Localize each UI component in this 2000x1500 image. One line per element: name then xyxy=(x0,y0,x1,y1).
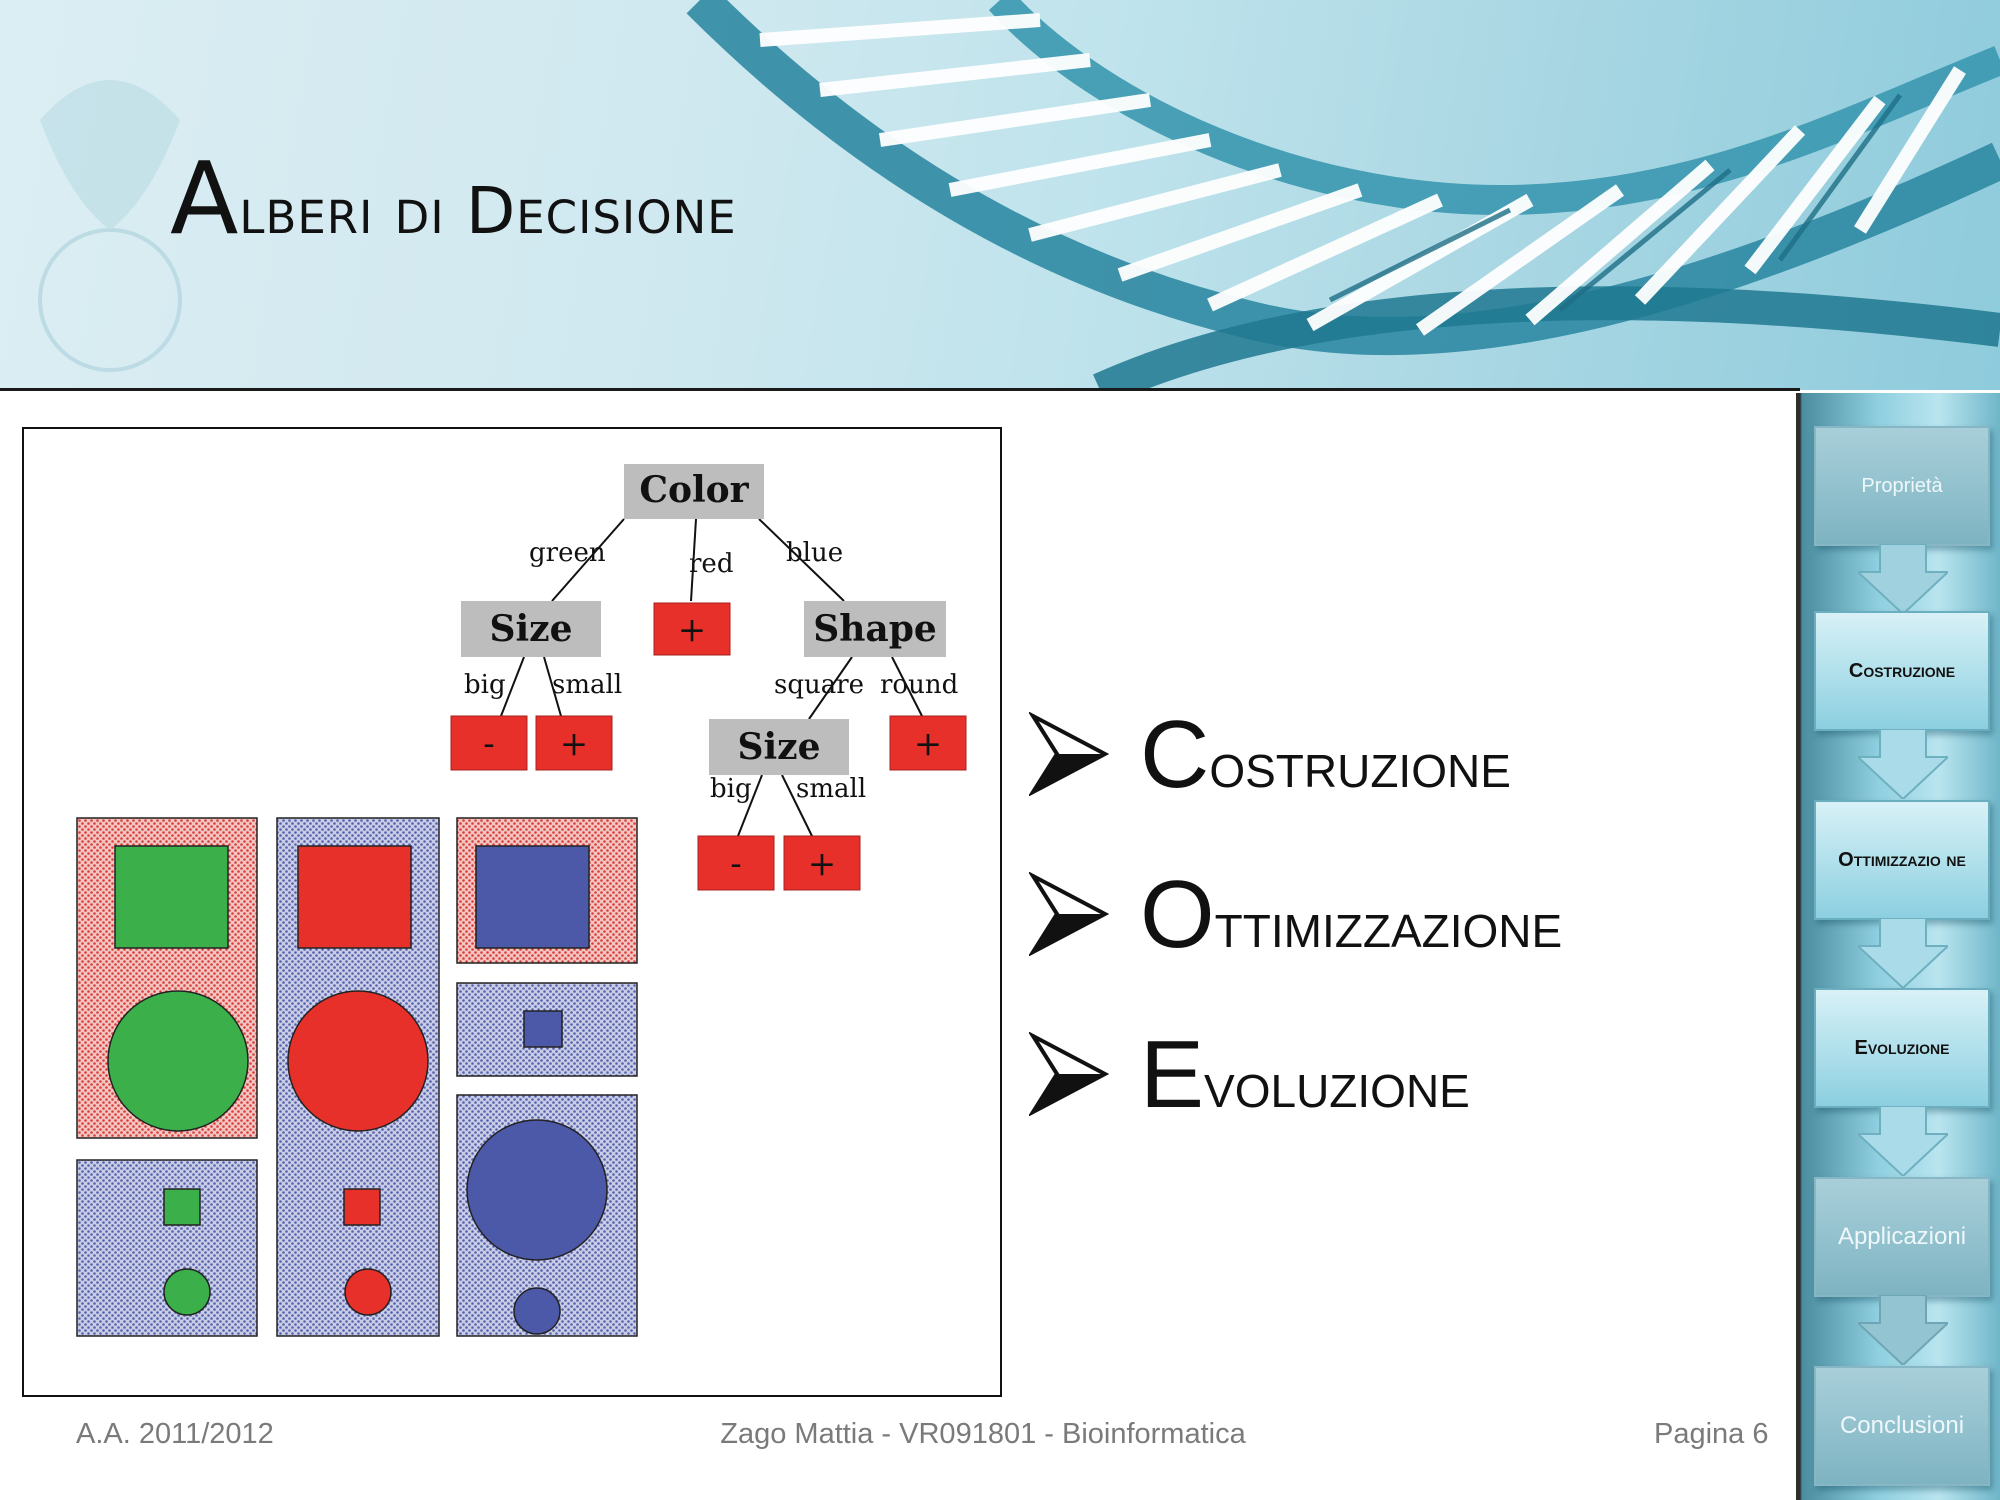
arrow-bullet-icon xyxy=(1029,872,1109,956)
nav-label: Evoluzione xyxy=(1854,1037,1950,1059)
decision-tree-figure: green red blue big small square round bi… xyxy=(22,427,1002,1397)
edge-label-square: square xyxy=(774,670,864,700)
bullet-item: Ottimizzazione xyxy=(1025,850,1785,1010)
tree-node-size-left-label: Size xyxy=(489,608,572,650)
tree-leaf-small-plus-label: + xyxy=(560,724,589,764)
edge-label-round: round xyxy=(880,670,958,700)
arrow-bullet-icon xyxy=(1029,712,1109,796)
tree-leaf-big-minus-label: - xyxy=(483,724,495,764)
bullet-text: Ottimizzazione xyxy=(1140,861,1563,968)
edge-label-big: big xyxy=(464,670,506,700)
tree-node-color: Color xyxy=(624,464,764,519)
tree-leaf-red-plus: + xyxy=(653,602,731,656)
tree-leaf-big-minus: - xyxy=(450,715,528,771)
edge-label-small-2: small xyxy=(796,774,866,804)
faded-logo xyxy=(38,80,182,372)
nav-label: Applicazioni xyxy=(1837,1223,1967,1250)
nav-box[interactable]: Costruzione xyxy=(1814,611,1990,731)
tree-leaf-round-plus-label: + xyxy=(914,724,943,764)
nav-step-costruzione[interactable]: Costruzione xyxy=(1814,611,1990,799)
footer-author: Zago Mattia - VR091801 - Bioinformatica xyxy=(720,1418,1246,1450)
tree-node-size-left: Size xyxy=(461,601,601,657)
nav-label: Costruzione xyxy=(1848,660,1956,682)
nav-step-proprieta[interactable]: Proprietà xyxy=(1814,426,1990,614)
nav-box[interactable]: Evoluzione xyxy=(1814,988,1990,1108)
tree-node-shape-label: Shape xyxy=(813,608,937,650)
tree-node-color-label: Color xyxy=(639,469,749,511)
nav-box[interactable]: Ottimizzazio ne xyxy=(1814,800,1990,920)
nav-step-evoluzione[interactable]: Evoluzione xyxy=(1814,988,1990,1176)
tree-node-shape: Shape xyxy=(804,601,946,657)
bullet-text: Evoluzione xyxy=(1140,1021,1470,1128)
tree-leaf-big-minus-2: - xyxy=(697,835,775,891)
dna-helix-graphic xyxy=(38,0,2000,390)
down-arrow-icon xyxy=(1858,544,1948,614)
partition-diagram xyxy=(76,817,638,1337)
nav-step-applicazioni[interactable]: Applicazioni xyxy=(1814,1177,1990,1365)
nav-label: Proprietà xyxy=(1861,475,1943,497)
tree-leaf-small-plus-2-label: + xyxy=(808,844,837,884)
nav-label: Ottimizzazio ne xyxy=(1838,849,1966,871)
figure-canvas: green red blue big small square round bi… xyxy=(76,464,967,1337)
tree-leaf-red-plus-label: + xyxy=(678,610,707,650)
down-arrow-icon xyxy=(1858,918,1948,988)
bullet-list: Costruzione Ottimizzazione Evoluzione xyxy=(1025,690,1785,1170)
tree-node-size-square-label: Size xyxy=(737,726,820,768)
nav-step-ottimizzazione[interactable]: Ottimizzazio ne xyxy=(1814,800,1990,988)
arrow-bullet-icon xyxy=(1029,1032,1109,1116)
tree-leaf-big-minus-2-label: - xyxy=(730,844,742,884)
footer-page-number: Pagina 6 xyxy=(1654,1418,1769,1450)
edge-label-big-2: big xyxy=(710,774,752,804)
section-navigation: Proprietà Costruzione Ottimizzazio ne Ev… xyxy=(1796,393,2000,1500)
tree-leaf-round-plus: + xyxy=(889,715,967,771)
header-divider xyxy=(0,388,1800,391)
tree-edges xyxy=(500,518,923,837)
bullet-text: Costruzione xyxy=(1140,701,1511,808)
footer-academic-year: A.A. 2011/2012 xyxy=(76,1418,274,1450)
tree-node-size-square: Size xyxy=(709,719,849,775)
down-arrow-icon xyxy=(1858,729,1948,799)
tree-leaf-small-plus-2: + xyxy=(783,835,861,891)
down-arrow-icon xyxy=(1858,1295,1948,1365)
header-banner: Alberi di Decisione xyxy=(0,0,2000,390)
edge-label-green: green xyxy=(529,538,606,568)
nav-label: Conclusioni xyxy=(1839,1412,1965,1439)
edge-label-red: red xyxy=(689,549,733,579)
edge-label-blue: blue xyxy=(786,538,843,568)
edge-label-small: small xyxy=(552,670,622,700)
nav-box[interactable]: Proprietà xyxy=(1814,426,1990,546)
tree-leaf-small-plus: + xyxy=(535,715,613,771)
nav-step-conclusioni[interactable]: Conclusioni xyxy=(1814,1366,1990,1486)
bullet-item: Evoluzione xyxy=(1025,1010,1785,1170)
down-arrow-icon xyxy=(1858,1106,1948,1176)
nav-box[interactable]: Conclusioni xyxy=(1814,1366,1990,1486)
bullet-item: Costruzione xyxy=(1025,690,1785,850)
slide-title: Alberi di Decisione xyxy=(170,140,737,257)
nav-box[interactable]: Applicazioni xyxy=(1814,1177,1990,1297)
